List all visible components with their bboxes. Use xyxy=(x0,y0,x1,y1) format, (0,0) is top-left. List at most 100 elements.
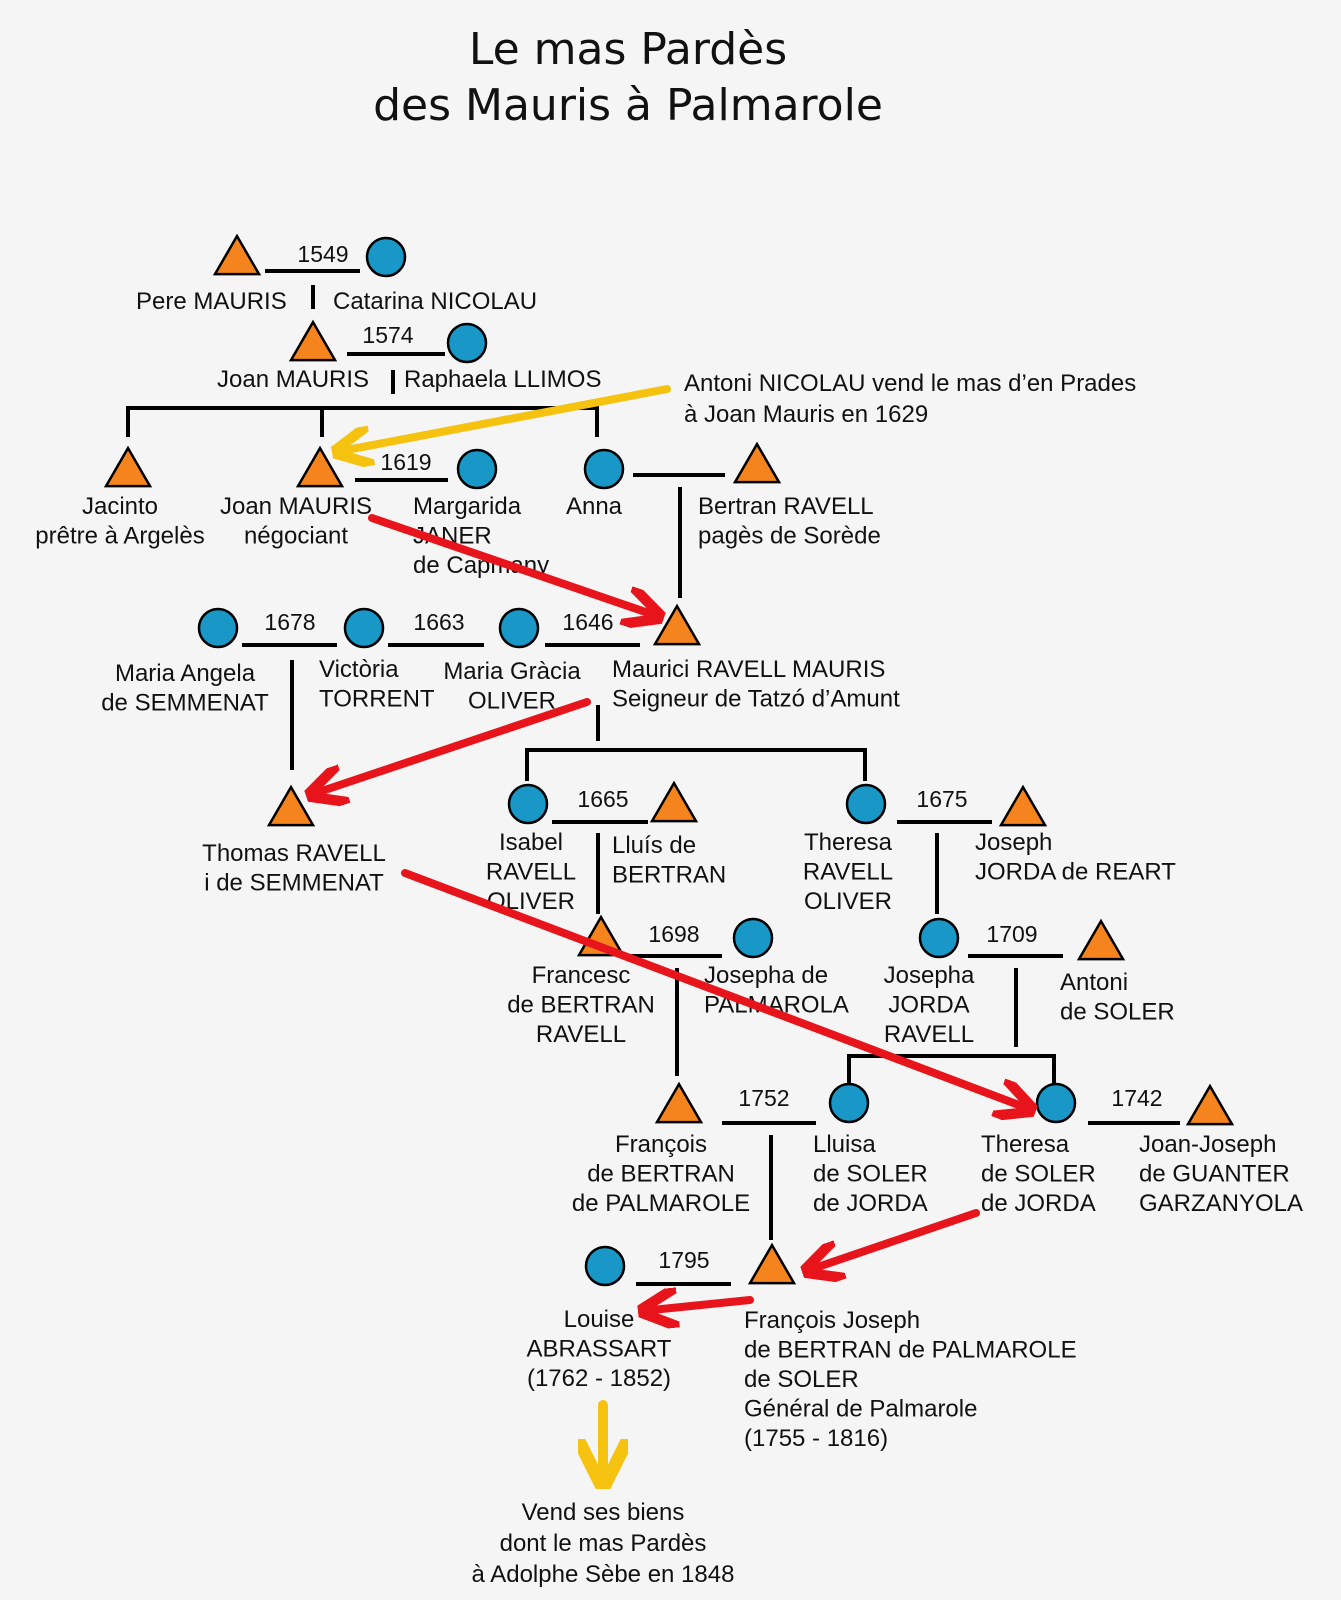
person-name-label: RAVELL xyxy=(486,859,576,886)
person-name-label: i de SEMMENAT xyxy=(204,870,384,897)
person-name-label: Victòria xyxy=(319,656,399,683)
arrow-thomas-to-theresa xyxy=(401,869,1032,1110)
person-name-label: de JORDA xyxy=(981,1190,1096,1217)
person-name-label: Bertran RAVELL xyxy=(698,493,874,520)
female-circle-icon xyxy=(845,783,887,825)
person-name-label: Thomas RAVELL xyxy=(202,840,386,867)
female-circle-icon xyxy=(446,322,488,364)
person-name-label: Pere MAURIS xyxy=(136,288,287,315)
final-sale-label: dont le mas Pardès xyxy=(500,1530,707,1557)
final-sale-label: Vend ses biens xyxy=(522,1499,685,1526)
person-name-label: Lluís de xyxy=(612,832,696,859)
marriage-year-label: 1549 xyxy=(297,241,348,267)
person-name-label: Lluisa xyxy=(813,1131,876,1158)
person-name-label: de SOLER xyxy=(981,1161,1096,1188)
female-circle-icon xyxy=(456,448,498,490)
male-triangle-icon xyxy=(654,1081,704,1124)
final-sale-label: à Adolphe Sèbe en 1848 xyxy=(472,1561,735,1588)
person-name-label: de SOLER xyxy=(1060,999,1175,1026)
male-triangle-icon xyxy=(1076,918,1126,961)
person-name-label: BERTRAN xyxy=(612,862,726,889)
male-triangle-icon xyxy=(998,784,1048,827)
person-name-label: GARZANYOLA xyxy=(1139,1190,1303,1217)
arrow-maurici-to-thomas xyxy=(310,698,591,795)
female-circle-icon xyxy=(197,607,239,649)
person-name-label: Maria Angela xyxy=(115,660,256,687)
marriage-year-label: 1795 xyxy=(658,1247,709,1273)
person-name-label: Francesc xyxy=(532,962,631,989)
male-triangle-icon xyxy=(103,445,153,488)
female-circle-icon xyxy=(507,783,549,825)
person-name-label: François Joseph xyxy=(744,1307,920,1334)
person-name-label: OLIVER xyxy=(468,688,556,715)
ownership-arrows xyxy=(310,385,1032,1489)
person-name-label: de PALMAROLE xyxy=(572,1190,750,1217)
female-circle-icon xyxy=(584,1245,626,1287)
person-name-label: Louise xyxy=(564,1306,635,1333)
marriage-year-label: 1619 xyxy=(380,449,431,475)
person-name-label: RAVELL xyxy=(536,1021,626,1048)
female-circle-icon xyxy=(828,1082,870,1124)
male-triangle-icon xyxy=(747,1242,797,1285)
arrow-joan-to-maurici xyxy=(368,514,660,617)
person-name-label: de BERTRAN xyxy=(587,1161,735,1188)
person-name-label: de GUANTER xyxy=(1139,1161,1290,1188)
male-triangle-icon xyxy=(266,784,316,827)
arrow-francois-to-louise xyxy=(642,1300,754,1311)
male-triangle-icon xyxy=(652,603,702,646)
person-name-label: Catarina NICOLAU xyxy=(333,288,537,315)
person-name-label: de JORDA xyxy=(813,1190,928,1217)
marriage-year-label: 1646 xyxy=(562,609,613,635)
female-circle-icon xyxy=(365,236,407,278)
male-triangle-icon xyxy=(732,441,782,484)
marriage-year-label: 1665 xyxy=(577,786,628,812)
person-name-label: (1755 - 1816) xyxy=(744,1425,888,1452)
marriage-year-label: 1742 xyxy=(1111,1085,1162,1111)
person-name-label: Maurici RAVELL MAURIS xyxy=(612,656,885,683)
person-name-label: Josepha de xyxy=(704,962,828,989)
person-name-label: Theresa xyxy=(981,1131,1070,1158)
person-name-label: Joan MAURIS xyxy=(220,493,372,520)
male-triangle-icon xyxy=(212,233,262,276)
female-circle-icon xyxy=(498,607,540,649)
female-circle-icon xyxy=(343,607,385,649)
arrow-theresa-to-francois xyxy=(806,1209,980,1271)
person-name-label: négociant xyxy=(244,523,348,550)
person-name-label: Seigneur de Tatzó d’Amunt xyxy=(612,686,900,713)
person-name-label: Joan-Joseph xyxy=(1139,1131,1276,1158)
person-name-label: Joseph xyxy=(975,829,1052,856)
marriage-year-label: 1574 xyxy=(362,322,413,348)
male-triangle-icon xyxy=(288,319,338,362)
person-name-label: Margarida xyxy=(413,493,522,520)
person-name-label: RAVELL xyxy=(884,1021,974,1048)
title-line-1: Le mas Pardès xyxy=(468,24,788,75)
person-name-label: JORDA de REART xyxy=(975,859,1176,886)
person-name-label: Antoni xyxy=(1060,969,1128,996)
marriage-year-label: 1698 xyxy=(648,921,699,947)
person-name-label: de SOLER xyxy=(744,1366,859,1393)
marriage-year-label: 1752 xyxy=(738,1085,789,1111)
person-name-label: OLIVER xyxy=(804,888,892,915)
person-name-label: TORRENT xyxy=(319,686,435,713)
marriage-year-label: 1663 xyxy=(413,609,464,635)
page-title: Le mas Pardès des Mauris à Palmarole xyxy=(0,22,1256,134)
marriage-year-label: 1709 xyxy=(986,921,1037,947)
person-name-label: Maria Gràcia xyxy=(443,658,581,685)
person-name-label: de BERTRAN xyxy=(507,992,655,1019)
title-line-2: des Mauris à Palmarole xyxy=(373,80,883,131)
sale-note-label: Antoni NICOLAU vend le mas d’en Prades xyxy=(684,370,1136,397)
arrow-nicolau-sale xyxy=(336,385,671,452)
person-name-label: Raphaela LLIMOS xyxy=(404,366,601,393)
person-name-label: (1762 - 1852) xyxy=(527,1365,671,1392)
female-circle-icon xyxy=(918,917,960,959)
person-name-label: JORDA xyxy=(888,992,969,1019)
person-name-label: Jacinto xyxy=(82,493,158,520)
person-name-label: pagès de Sorède xyxy=(698,523,881,550)
female-circle-icon xyxy=(732,917,774,959)
person-name-label: Isabel xyxy=(499,829,563,856)
male-triangle-icon xyxy=(1185,1083,1235,1126)
marriage-year-label: 1675 xyxy=(916,786,967,812)
person-name-label: de BERTRAN de PALMAROLE xyxy=(744,1337,1077,1364)
